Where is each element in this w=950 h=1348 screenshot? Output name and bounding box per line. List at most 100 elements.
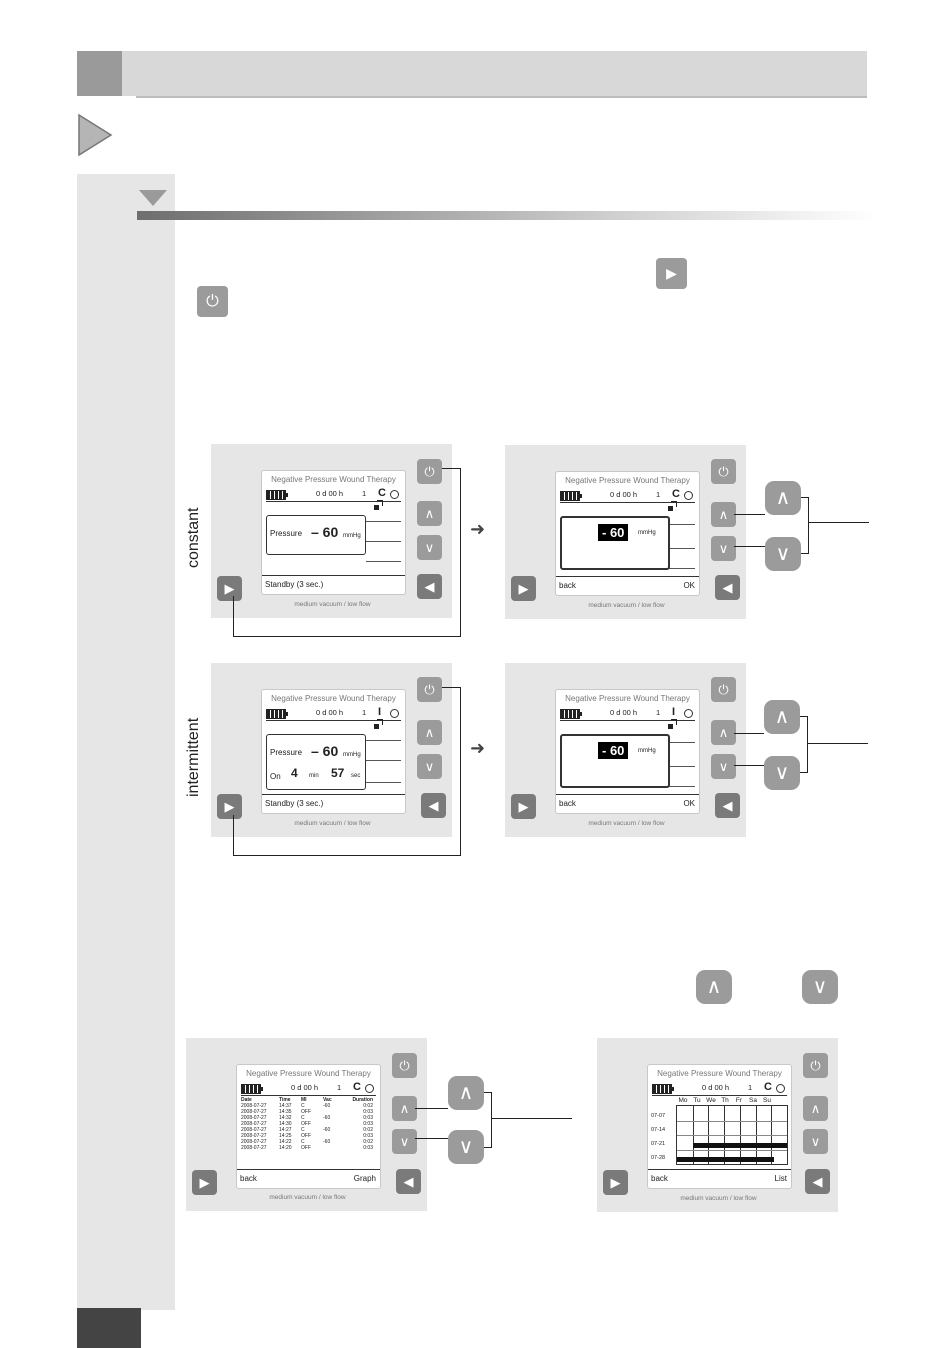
- log-cell: 0:02: [363, 1139, 373, 1145]
- right-button[interactable]: ▶: [511, 794, 536, 819]
- log-cell: -60: [323, 1139, 331, 1145]
- edit-value: - 60: [598, 742, 629, 759]
- screen-subtitle: medium vacuum / low flow: [680, 1195, 757, 1202]
- grid-line: [677, 1135, 787, 1136]
- usage-bar: [714, 1157, 756, 1162]
- log-header-time: Time: [279, 1097, 291, 1103]
- screen-subtitle: medium vacuum / low flow: [588, 602, 665, 609]
- down-button[interactable]: ∨: [417, 535, 442, 560]
- power-button[interactable]: ⏻: [711, 677, 736, 702]
- back-label: back: [559, 581, 576, 590]
- screen-footer: back OK: [556, 576, 699, 595]
- up-button[interactable]: ∧: [711, 720, 736, 745]
- device-screen: Negative Pressure Wound Therapy 0 d 00 h…: [555, 689, 700, 814]
- mode-icon: I: [672, 706, 676, 718]
- battery-icon: [266, 490, 288, 500]
- header-rule: [136, 96, 867, 98]
- log-cell: 0:02: [363, 1127, 373, 1133]
- up-button[interactable]: ∧: [711, 502, 736, 527]
- status-time: 0 d 00 h: [610, 708, 638, 717]
- log-cell: C: [301, 1139, 305, 1145]
- up-button[interactable]: ∧: [417, 720, 442, 745]
- mode-icon: I: [378, 706, 382, 718]
- down-button[interactable]: ∨: [711, 754, 736, 779]
- log-header-mode: MI: [301, 1097, 307, 1103]
- down-button[interactable]: ∨: [392, 1129, 417, 1154]
- power-button[interactable]: ⏻: [417, 677, 442, 702]
- down-button[interactable]: ∨: [417, 754, 442, 779]
- left-button[interactable]: ◀: [421, 793, 446, 818]
- status-time: 0 d 00 h: [316, 489, 344, 498]
- right-button[interactable]: ▶: [217, 794, 242, 819]
- divider: [660, 524, 695, 525]
- pressure-label: Pressure: [270, 748, 303, 757]
- callout-bracket: [484, 1147, 492, 1148]
- screen-subtitle: medium vacuum / low flow: [269, 1194, 346, 1201]
- divider: [660, 766, 695, 767]
- status-number: 1: [656, 708, 661, 717]
- log-cell: 2008-07-27: [241, 1145, 267, 1151]
- divider: [660, 548, 695, 549]
- left-button[interactable]: ◀: [715, 793, 740, 818]
- up-button[interactable]: ∧: [803, 1096, 828, 1121]
- week-grid: [676, 1105, 788, 1165]
- callout-line: [460, 468, 461, 636]
- list-label: List: [774, 1174, 787, 1183]
- week-row-label: 07-28: [651, 1155, 666, 1161]
- down-button[interactable]: ∨: [711, 536, 736, 561]
- pressure-box: Pressure – 60 mmHg On 4 min 57 sec: [266, 734, 366, 790]
- cycle-icon: [390, 709, 399, 718]
- power-button[interactable]: ⏻: [803, 1053, 828, 1078]
- screen-subtitle: medium vacuum / low flow: [294, 820, 371, 827]
- power-button[interactable]: ⏻: [711, 459, 736, 484]
- left-button[interactable]: ◀: [805, 1169, 830, 1194]
- log-cell: 14:27: [279, 1127, 292, 1133]
- up-button[interactable]: ∧: [392, 1096, 417, 1121]
- flow-arrow-icon: ➜: [470, 519, 486, 539]
- left-button[interactable]: ◀: [417, 574, 442, 599]
- left-button[interactable]: ◀: [396, 1169, 421, 1194]
- mode-icon: C: [764, 1081, 772, 1093]
- callout-line: [460, 687, 461, 855]
- lock-icon: [374, 500, 383, 510]
- back-label: back: [651, 1174, 668, 1183]
- callout-line: [233, 855, 461, 856]
- intermittent-mode-label: intermittent: [185, 717, 202, 797]
- seconds-label: sec: [351, 773, 361, 779]
- status-number: 1: [362, 489, 367, 498]
- log-header-vac: Vac: [323, 1097, 332, 1103]
- right-button[interactable]: ▶: [511, 576, 536, 601]
- log-cell: C: [301, 1103, 305, 1109]
- device-screen: Negative Pressure Wound Therapy 0 d 00 h…: [261, 470, 406, 595]
- on-label: On: [270, 772, 281, 781]
- log-cell: 14:30: [279, 1121, 292, 1127]
- right-button[interactable]: ▶: [192, 1170, 217, 1195]
- callout-line: [734, 765, 764, 766]
- flow-arrow-icon: ➜: [470, 738, 486, 758]
- minutes-label: min: [309, 773, 319, 779]
- callout-line: [492, 1118, 572, 1119]
- pressure-unit: mmHg: [343, 752, 361, 758]
- callout-line: [734, 546, 765, 547]
- on-seconds: 57: [331, 766, 345, 780]
- right-button[interactable]: ▶: [603, 1170, 628, 1195]
- power-button[interactable]: ⏻: [417, 459, 442, 484]
- usage-bar: [724, 1142, 769, 1148]
- callout-line: [415, 1138, 448, 1139]
- up-button[interactable]: ∧: [417, 501, 442, 526]
- down-button[interactable]: ∨: [803, 1129, 828, 1154]
- usage-bar: [755, 1157, 775, 1162]
- power-button[interactable]: ⏻: [392, 1053, 417, 1078]
- log-cell: [323, 1145, 345, 1151]
- header-band: [122, 51, 867, 96]
- status-bar: 0 d 00 h 1 C: [652, 1081, 787, 1096]
- callout-bracket: [800, 772, 808, 773]
- week-row-label: 07-14: [651, 1127, 666, 1133]
- right-button[interactable]: ▶: [217, 576, 242, 601]
- battery-icon: [652, 1084, 674, 1094]
- left-button[interactable]: ◀: [715, 575, 740, 600]
